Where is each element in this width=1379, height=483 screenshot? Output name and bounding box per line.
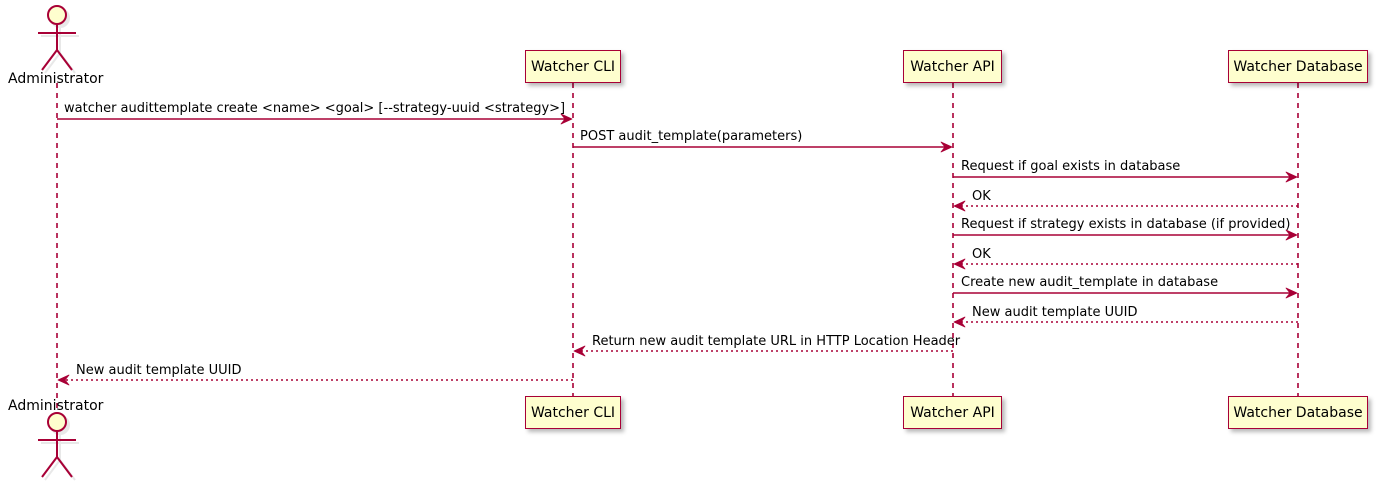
message-arrow-10 — [57, 374, 573, 386]
message-label-7: Create new audit_template in database — [961, 275, 1219, 290]
participant-box-database-foot[interactable]: Watcher Database — [1228, 396, 1368, 429]
message-arrow-9 — [573, 345, 953, 357]
message-arrowhead-10 — [57, 374, 70, 386]
message-label-1: watcher audittemplate create <name> <goa… — [64, 101, 566, 116]
participant-label: Watcher API — [910, 404, 995, 421]
message-arrowhead-7 — [1285, 287, 1298, 299]
participant-box-cli-head[interactable]: Watcher CLI — [525, 50, 621, 83]
message-label-10: New audit template UUID — [76, 363, 242, 378]
message-arrow-3 — [953, 171, 1298, 183]
participant-box-database-head[interactable]: Watcher Database — [1228, 50, 1368, 83]
message-arrow-8 — [953, 316, 1298, 328]
participant-box-cli-foot[interactable]: Watcher CLI — [525, 396, 621, 429]
message-arrow-5 — [953, 229, 1298, 241]
admin-head-figure — [38, 5, 76, 71]
message-arrow-6 — [953, 258, 1298, 270]
message-arrowhead-3 — [1285, 171, 1298, 183]
message-arrowhead-4 — [953, 200, 966, 212]
participant-box-api-head[interactable]: Watcher API — [903, 50, 1002, 83]
message-arrowhead-6 — [953, 258, 966, 270]
message-label-8: New audit template UUID — [972, 305, 1138, 320]
participant-label: Watcher CLI — [530, 58, 616, 75]
actor-label-admin-head: Administrator — [8, 71, 104, 87]
message-label-5: Request if strategy exists in database (… — [961, 217, 1291, 232]
message-arrowhead-5 — [1285, 229, 1298, 241]
message-arrowhead-2 — [940, 141, 953, 153]
message-arrow-4 — [953, 200, 1298, 212]
message-label-4: OK — [972, 189, 991, 204]
message-label-9: Return new audit template URL in HTTP Lo… — [592, 334, 961, 349]
message-label-2: POST audit_template(parameters) — [580, 129, 803, 144]
actor-label-admin-foot: Administrator — [8, 398, 104, 414]
participant-label: Watcher API — [910, 58, 995, 75]
admin-foot-figure — [38, 412, 76, 478]
message-arrowhead-1 — [560, 113, 573, 125]
message-arrowhead-8 — [953, 316, 966, 328]
message-arrow-1 — [57, 113, 573, 125]
participant-box-api-foot[interactable]: Watcher API — [903, 396, 1002, 429]
message-arrow-2 — [573, 141, 953, 153]
participant-label: Watcher Database — [1233, 404, 1363, 421]
message-arrowhead-9 — [573, 345, 586, 357]
message-label-6: OK — [972, 247, 991, 262]
message-arrow-7 — [953, 287, 1298, 299]
participant-label: Watcher Database — [1233, 58, 1363, 75]
message-label-3: Request if goal exists in database — [961, 159, 1181, 174]
participant-label: Watcher CLI — [530, 404, 616, 421]
